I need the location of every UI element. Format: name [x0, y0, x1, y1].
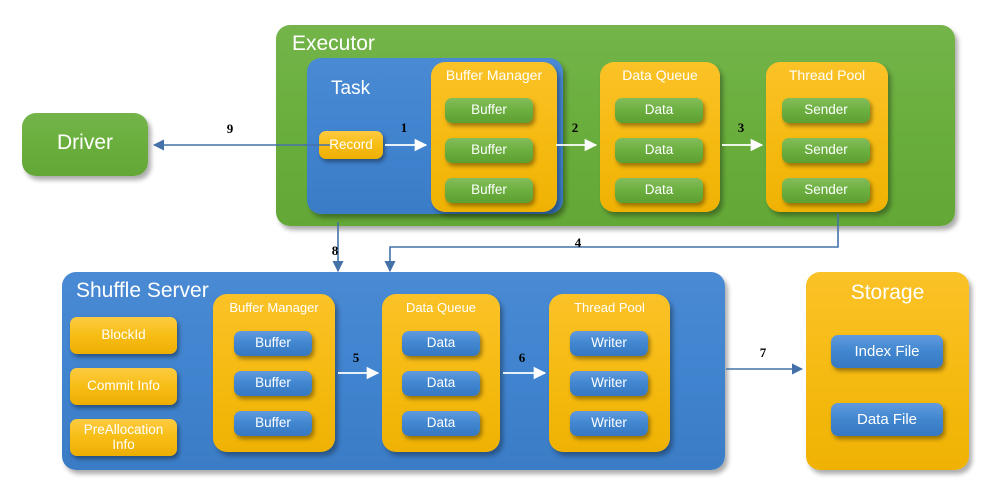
executor-sender-chip[interactable]: Sender [782, 178, 870, 203]
chip-label: Data File [856, 410, 918, 428]
chip-label: Writer [591, 335, 627, 351]
executor-data-chip[interactable]: Data [615, 138, 703, 163]
arrow-label-7: 7 [759, 345, 767, 360]
arrow-label-1: 1 [400, 120, 408, 135]
executor-buffer-chip[interactable]: Buffer [445, 98, 533, 123]
chip-label: Data [426, 375, 456, 391]
shuffle-buffer-chip[interactable]: Buffer [234, 331, 312, 356]
chip-label: Buffer [471, 102, 507, 118]
arrow-label-5: 5 [352, 350, 360, 365]
shuffle-server-label: Shuffle Server [76, 279, 209, 302]
record-label: Record [329, 136, 373, 152]
executor-data-chip[interactable]: Data [615, 98, 703, 123]
shuffle-buffer-chip[interactable]: Buffer [234, 371, 312, 396]
executor-buffer-chip[interactable]: Buffer [445, 178, 533, 203]
arrow-label-9: 9 [226, 121, 234, 136]
shuffle-data-queue-label: Data Queue [405, 300, 477, 315]
chip-label: Writer [591, 415, 627, 431]
shuffle-buffer-chip[interactable]: Buffer [234, 411, 312, 436]
chip-label: Data [426, 335, 456, 351]
chip-label: Sender [804, 142, 848, 158]
chip-label: Data [644, 142, 674, 158]
arrow-label-2: 2 [571, 120, 579, 135]
data-file-chip[interactable]: Data File [831, 403, 943, 436]
executor-buffer-manager-label: Buffer Manager [445, 67, 543, 83]
shuffle-writer-chip[interactable]: Writer [570, 411, 648, 436]
preallocation-info-chip[interactable]: PreAllocation Info [70, 419, 177, 456]
executor-buffer-chip[interactable]: Buffer [445, 138, 533, 163]
chip-label: Buffer [255, 335, 291, 351]
chip-label: Data [644, 182, 674, 198]
executor-sender-chip[interactable]: Sender [782, 138, 870, 163]
shuffle-writer-chip[interactable]: Writer [570, 371, 648, 396]
chip-label: Sender [804, 102, 848, 118]
chip-label: Buffer [471, 142, 507, 158]
task-label: Task [331, 78, 371, 99]
shuffle-data-chip[interactable]: Data [402, 411, 480, 436]
driver-box[interactable]: Driver [22, 113, 148, 176]
chip-label: Index File [854, 342, 920, 360]
commit-info-chip[interactable]: Commit Info [70, 368, 177, 405]
shuffle-data-chip[interactable]: Data [402, 331, 480, 356]
executor-data-queue-label: Data Queue [622, 67, 698, 83]
chip-label: Data [426, 415, 456, 431]
chip-label: Buffer [255, 375, 291, 391]
chip-label: Buffer [255, 415, 291, 431]
index-file-chip[interactable]: Index File [831, 335, 943, 368]
shuffle-thread-pool-label: Thread Pool [574, 300, 645, 315]
arrow-label-6: 6 [518, 350, 526, 365]
chip-label: BlockId [101, 327, 146, 343]
shuffle-writer-chip[interactable]: Writer [570, 331, 648, 356]
storage-container[interactable] [806, 272, 969, 470]
chip-label: Writer [591, 375, 627, 391]
arrow-label-8: 8 [331, 243, 339, 258]
chip-label: Sender [804, 182, 848, 198]
record-chip[interactable]: Record [319, 131, 383, 159]
executor-data-chip[interactable]: Data [615, 178, 703, 203]
chip-label: Commit Info [87, 378, 160, 394]
chip-label: PreAllocation Info [83, 422, 164, 452]
shuffle-buffer-manager-label: Buffer Manager [229, 300, 319, 315]
arrow-label-3: 3 [737, 120, 745, 135]
chip-label: Data [644, 102, 674, 118]
shuffle-data-chip[interactable]: Data [402, 371, 480, 396]
driver-label: Driver [57, 131, 113, 154]
executor-thread-pool-label: Thread Pool [788, 67, 866, 83]
blockid-chip[interactable]: BlockId [70, 317, 177, 354]
chip-label: Buffer [471, 182, 507, 198]
storage-label: Storage [850, 281, 925, 304]
arrow-label-4: 4 [574, 235, 582, 250]
executor-label: Executor [292, 32, 375, 55]
executor-sender-chip[interactable]: Sender [782, 98, 870, 123]
